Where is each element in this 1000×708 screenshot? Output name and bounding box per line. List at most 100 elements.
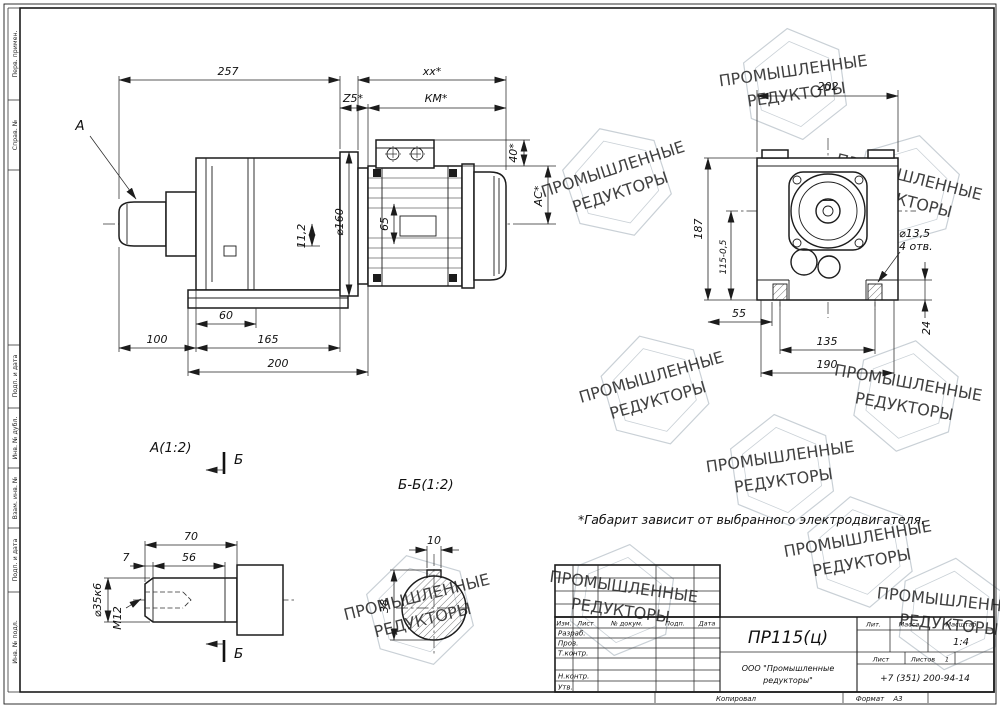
fan-grille <box>493 176 500 276</box>
section-letter: Б <box>234 646 243 662</box>
document-number: ПР115(ц) <box>748 628 828 648</box>
thread-leader <box>125 598 142 609</box>
centerlines <box>396 554 472 654</box>
dim-text: ⌀13,5 <box>899 227 930 240</box>
dim-text: 60 <box>219 309 233 322</box>
extension-lines <box>104 541 238 623</box>
motor-fins <box>368 177 462 269</box>
lit-header: Лит. <box>865 621 881 629</box>
massa-header: Масса <box>899 621 920 629</box>
motor-bolt <box>449 274 457 282</box>
dim-text: 187 <box>692 219 705 240</box>
tapped-hole-hidden <box>145 591 192 609</box>
view-side: А 257 xx* Z5* КМ* 40* АС* ⌀160 11,2 65 6… <box>74 65 556 376</box>
housing-lug <box>867 149 895 159</box>
section-title: Б-Б(1:2) <box>398 477 454 493</box>
hub-block <box>236 564 284 636</box>
dim-text: ⌀35к6 <box>91 583 104 617</box>
dim-text: Z5* <box>342 92 364 105</box>
row-utv: Утв. <box>558 684 573 692</box>
strip-lines <box>7 7 20 693</box>
mounting-hole <box>867 283 883 301</box>
dimension-note: *Габарит зависит от выбранного электродв… <box>578 512 925 527</box>
row-tkontr: Т.контр. <box>558 650 588 658</box>
lower-bore <box>817 255 841 279</box>
extension-lines <box>390 546 442 641</box>
motor-bolt <box>373 169 381 177</box>
gland-centerlines <box>385 146 425 162</box>
company-name-line1: ООО "Промышленные <box>742 664 835 673</box>
boss-bolt <box>792 238 802 248</box>
shaft-steps <box>152 578 226 622</box>
dim-text: АС* <box>532 185 545 207</box>
dim-text: 165 <box>258 333 279 346</box>
col-header-list: Лист <box>576 620 594 628</box>
motor-bolt <box>449 169 457 177</box>
watermark-stamp <box>566 314 744 466</box>
dim-text: 65 <box>378 217 391 231</box>
shaft-hub <box>165 191 197 257</box>
scale-value: 1:4 <box>953 637 969 648</box>
dim-text: 190 <box>817 358 838 371</box>
boss-bolt <box>854 238 864 248</box>
dim-text: 115-0,5 <box>719 239 729 274</box>
col-header-data: Дата <box>698 620 716 628</box>
keyway-fill <box>427 570 441 578</box>
strip-label: Инв. № дубл. <box>11 416 19 459</box>
row-prov: Пров. <box>558 640 578 648</box>
dim-text: 202 <box>818 80 839 93</box>
strip-label: Инв. № подл. <box>12 620 19 663</box>
cell-lines <box>720 617 994 665</box>
mounting-hole <box>772 283 788 301</box>
center-hole <box>822 205 834 217</box>
kopiroval-label: Копировал <box>716 695 757 703</box>
strip-label: Справ. № <box>12 120 19 151</box>
housing-lug <box>761 149 789 159</box>
format-value: А3 <box>892 695 902 703</box>
row-lines <box>555 577 720 682</box>
dim-text: xx* <box>422 65 442 78</box>
col-header-doc: № докум. <box>610 620 643 628</box>
column-lines <box>572 565 695 692</box>
hole-leader <box>877 251 901 283</box>
title-block-border <box>554 616 995 693</box>
strip-label: Подп. и дата <box>12 538 19 581</box>
motor-nameplate <box>399 215 437 237</box>
dim-text: 56 <box>182 551 196 564</box>
dim-text: 4 отв. <box>899 240 933 253</box>
view-section-b: Б-Б(1:2) 10 38 <box>378 477 472 654</box>
view-detail-a: А(1:2) Б Б 70 7 56 ⌀35к6 М12 <box>91 440 296 662</box>
gear-housing <box>195 157 341 291</box>
masshtab-header: Масштаб <box>946 621 977 629</box>
dim-text: 257 <box>218 65 239 78</box>
page-frame: Перв. примен. Справ. № Подп. и дата Инв.… <box>3 3 997 705</box>
dim-text: 40* <box>507 143 520 163</box>
drawing-frame <box>19 7 995 693</box>
dim-text: 11,2 <box>295 224 308 249</box>
title-block: Изм. Лист № докум. Подп. Дата Разраб. Пр… <box>554 564 995 703</box>
strip-label: Подп. и дата <box>12 354 19 397</box>
list-label: Лист <box>872 656 890 664</box>
dim-text: 100 <box>147 333 168 346</box>
dim-text: 70 <box>184 530 198 543</box>
col-header-podp: Подп. <box>665 620 685 628</box>
outer-border <box>3 3 997 705</box>
company-name-line2: редукторы" <box>762 676 813 685</box>
company-phone: +7 (351) 200-94-14 <box>880 674 970 684</box>
row-razrab: Разраб. <box>558 630 586 638</box>
dim-text: КМ* <box>425 92 448 105</box>
watermark-stamp <box>712 17 878 151</box>
watermark-stamp <box>527 105 707 259</box>
row-nkontr: Н.контр. <box>558 673 589 681</box>
dim-text: М12 <box>111 606 124 630</box>
format-label: Формат <box>856 695 885 703</box>
bearing-boss <box>788 171 868 251</box>
detail-title: А(1:2) <box>149 440 192 456</box>
motor-bolt <box>373 274 381 282</box>
dim-text: 200 <box>268 357 289 370</box>
dim-text: 38 <box>378 599 391 613</box>
dim-text: 135 <box>817 335 838 348</box>
housing-ribs <box>205 158 255 290</box>
listov-value: 1 <box>945 656 949 664</box>
lower-bore <box>790 248 818 276</box>
